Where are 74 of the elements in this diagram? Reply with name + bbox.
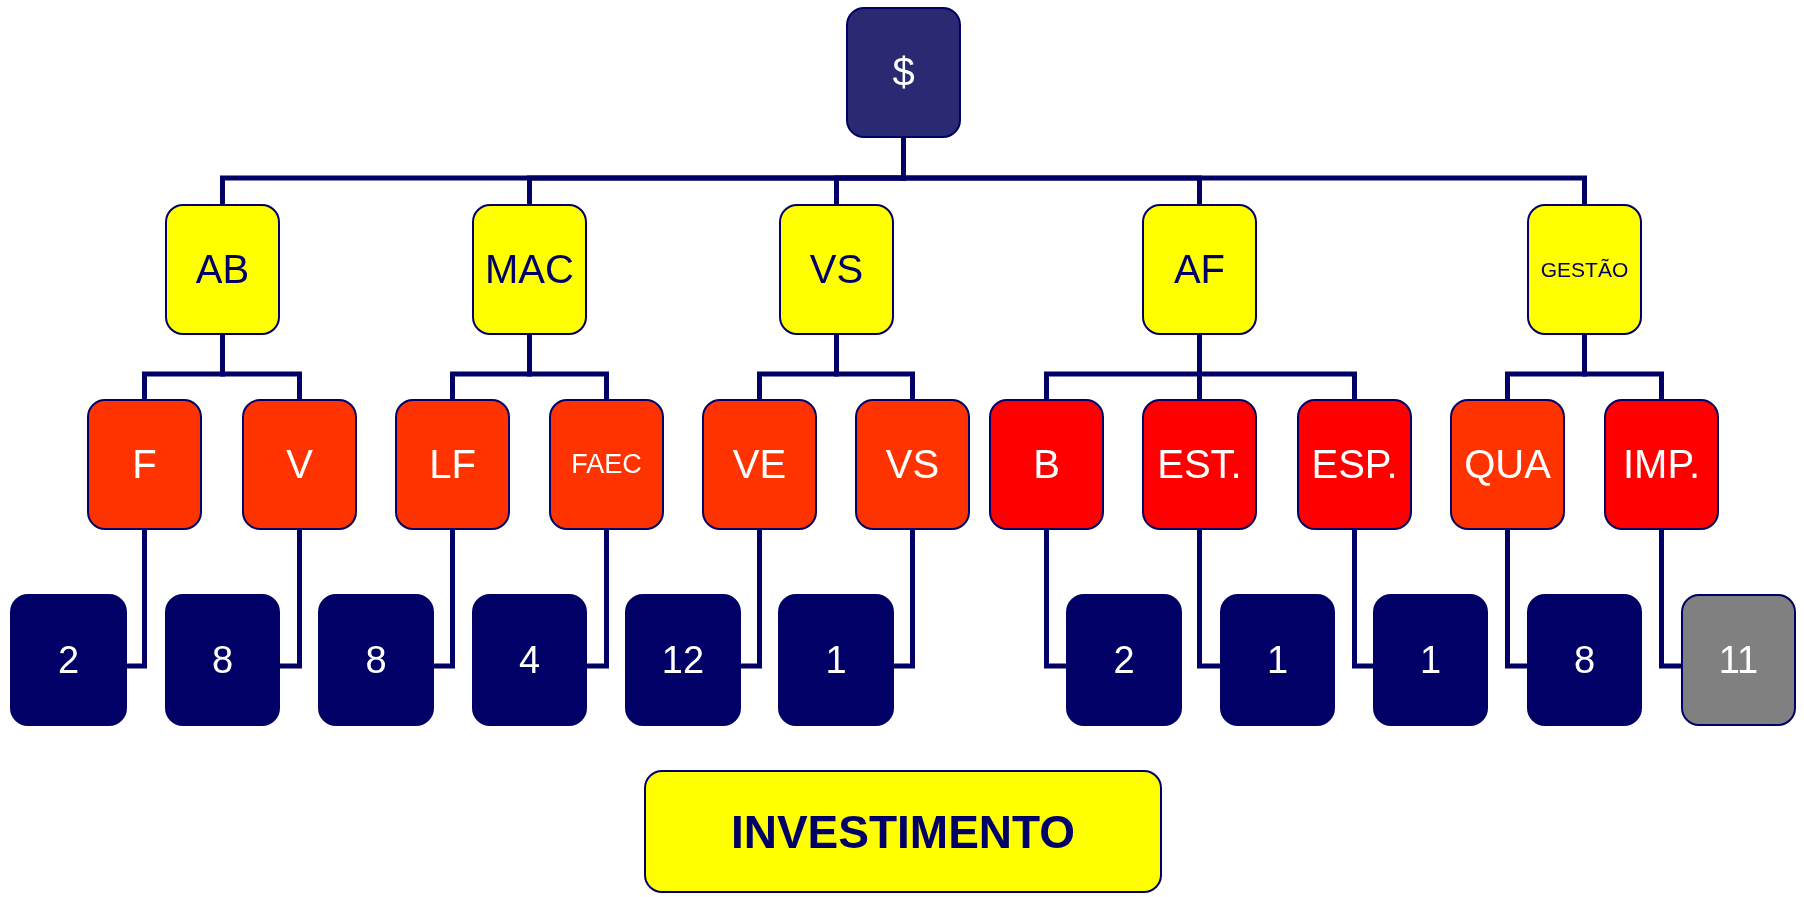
count-box xyxy=(1527,594,1642,726)
node-label: 8 xyxy=(365,638,387,682)
connector-line xyxy=(220,335,302,399)
category-box xyxy=(1527,204,1642,335)
node-label: VE xyxy=(732,442,787,487)
count-box xyxy=(778,594,894,726)
count-box xyxy=(1066,594,1182,726)
connector-line xyxy=(894,530,915,669)
category-box xyxy=(472,204,587,335)
connector-line xyxy=(1197,335,1357,399)
count-box xyxy=(318,594,434,726)
node-label: VS xyxy=(809,247,864,292)
subcategory-box xyxy=(242,399,357,530)
node-label: ESP. xyxy=(1311,442,1398,487)
node-label: V xyxy=(286,442,313,487)
count-box xyxy=(1220,594,1335,726)
count-box xyxy=(165,594,280,726)
subcategory-box xyxy=(1604,399,1719,530)
node-label: F xyxy=(132,442,157,487)
connector-line xyxy=(587,530,609,669)
node-label: GESTÃO xyxy=(1540,257,1629,282)
node-label: $ xyxy=(892,50,915,95)
connector-line xyxy=(127,530,147,669)
node-label: MAC xyxy=(485,247,574,292)
count-box xyxy=(1681,594,1796,726)
connector-line xyxy=(1582,335,1664,399)
subcategory-box xyxy=(87,399,202,530)
connector-line xyxy=(280,530,302,669)
connector-line xyxy=(1505,530,1527,669)
subcategory-box xyxy=(1142,399,1257,530)
node-label: LF xyxy=(429,442,476,487)
node-label: QUA xyxy=(1464,442,1551,487)
category-box xyxy=(779,204,894,335)
node-label: 1 xyxy=(1419,638,1442,682)
node-label: 1 xyxy=(1266,638,1289,682)
connector-line xyxy=(741,530,762,669)
subcategory-box xyxy=(855,399,970,530)
connector-line xyxy=(527,335,609,399)
node-label: AF xyxy=(1173,247,1226,292)
subcategory-box xyxy=(395,399,510,530)
node-label: FAEC xyxy=(571,449,642,480)
connector-line xyxy=(1659,530,1681,669)
connector-line xyxy=(434,530,455,669)
subcategory-box xyxy=(989,399,1104,530)
node-label: 11 xyxy=(1718,638,1759,682)
node-label: 2 xyxy=(1113,638,1135,682)
node-label: 1 xyxy=(825,638,847,682)
count-box xyxy=(625,594,741,726)
node-label: 8 xyxy=(1573,638,1596,682)
title-box xyxy=(644,770,1162,893)
node-label: IMP. xyxy=(1622,442,1701,487)
subcategory-box xyxy=(1450,399,1565,530)
connector-line xyxy=(834,335,915,399)
connector-line xyxy=(1352,530,1373,669)
subcategory-box xyxy=(702,399,817,530)
node-label: 2 xyxy=(57,638,80,682)
count-box xyxy=(10,594,127,726)
category-box xyxy=(1142,204,1257,335)
node-label: INVESTIMENTO xyxy=(730,804,1076,859)
subcategory-box xyxy=(1297,399,1412,530)
count-box xyxy=(472,594,587,726)
node-label: 8 xyxy=(211,638,234,682)
node-label: 12 xyxy=(661,638,705,682)
node-label: AB xyxy=(195,247,250,292)
node-label: VS xyxy=(885,442,940,487)
node-label: EST. xyxy=(1157,442,1242,487)
node-label: B xyxy=(1033,442,1060,487)
node-label: 4 xyxy=(518,638,541,682)
subcategory-box xyxy=(549,399,664,530)
count-box xyxy=(1373,594,1488,726)
connector-line xyxy=(1197,530,1220,669)
category-box xyxy=(165,204,280,335)
connector-line xyxy=(1044,530,1066,669)
root-box xyxy=(846,7,961,138)
